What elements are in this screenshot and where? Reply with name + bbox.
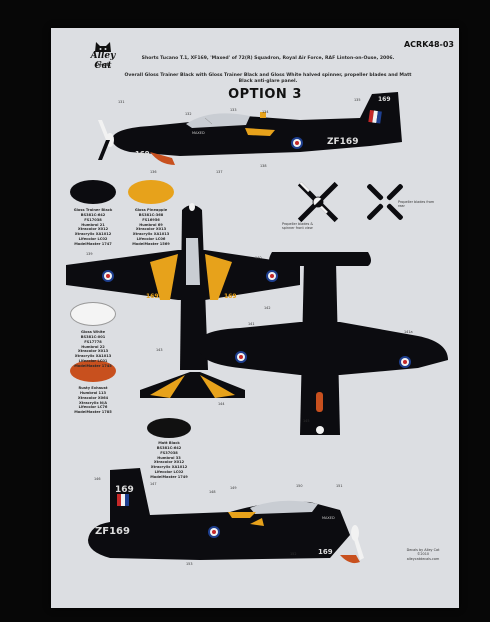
nose-code-upper: 169 [135,150,150,158]
swatch-gloss-white [70,302,116,326]
alley-cat-logo: Alley Cat Decals [86,38,120,71]
aircraft-name-upper: MAXED [192,131,205,135]
stencil-ref: 131 [118,100,125,104]
propeller-rear-diagram [367,184,403,220]
stencil-ref: 150 [296,484,303,488]
stencil-ref: 140 [255,256,262,260]
stencil-ref: 141a [404,330,413,334]
upper-side-profile [98,92,402,165]
stencil-ref: 149 [230,486,237,490]
stencil-ref: 132 [185,112,192,116]
stencil-ref: 144 [218,402,225,406]
sheet-title: Shorts Tucano T.1, XF169, 'Maxed' of 72(… [141,56,395,61]
note-prop-rear: Propeller blades from rear [398,200,435,209]
stencil-ref: 137 [216,170,223,174]
propeller-front-diagram [297,181,339,223]
serial-lower: ZF169 [95,526,130,537]
stencil-ref: 139 [86,252,93,256]
swatch-gloss-trainer-black [70,180,116,204]
fin-code-upper: 169 [378,96,391,103]
note-prop-front: Propeller blades & spinner front view [282,222,313,231]
stencil-ref: 148 [209,490,216,494]
stencil-ref: 138 [260,164,267,168]
option-heading: OPTION 3 [228,87,302,102]
stencil-ref: 142 [264,306,271,310]
aircraft-name-lower: MAXED [322,516,335,520]
swatch-gloss-pineapple [128,180,174,204]
top-view-plan [66,203,300,398]
scheme-description: Overall Gloss Trainer Black with Gloss T… [124,73,412,84]
stencil-ref: 134 [262,110,269,114]
stencil-ref: 143 [156,348,163,352]
brand-subtitle: Decals [95,62,111,67]
underside-plan [200,252,448,435]
stencil-ref: 141 [248,322,255,326]
stencil-ref: 133 [230,108,237,112]
wing-code-right: 169 [224,293,237,300]
stencil-ref: 151 [336,484,343,488]
stencil-ref: 153 [186,562,193,566]
footer-credit: Decals by Alley Cat ©2010 alleycatdecals… [406,548,440,561]
stencil-ref: 145 [303,419,310,423]
nose-code-lower: 169 [318,548,333,556]
kit-code: ACRK48-03 [403,40,454,49]
swatch-matt-black [147,418,191,438]
brand-name: Alley Cat [90,51,116,71]
fin-code-lower: 169 [115,485,134,495]
stencil-ref: 136 [150,170,157,174]
swatch-rusty-exhaust [70,360,116,382]
lower-side-profile [88,468,364,564]
wing-code-left: 169 [146,293,159,300]
serial-upper: ZF169 [327,137,359,147]
stencil-ref: 147 [150,482,157,486]
stencil-ref: 146 [94,477,101,481]
stencil-ref: 152 [290,552,297,556]
cat-head-icon [95,42,111,52]
stencil-ref: 135 [354,98,361,102]
